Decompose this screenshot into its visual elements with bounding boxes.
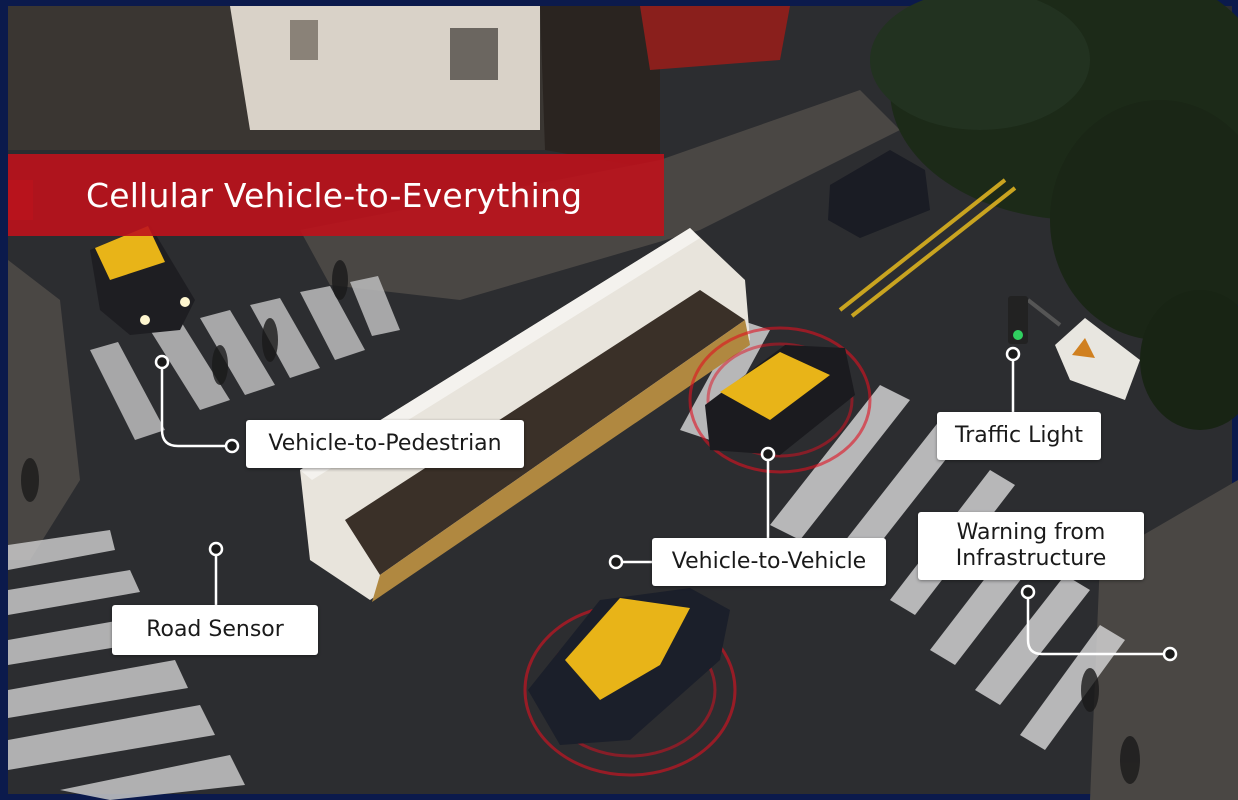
bus [300,228,750,602]
road-sensor-label: Road Sensor [112,605,318,655]
vehicle-to-pedestrian-label: Vehicle-to-Pedestrian [246,420,524,468]
vehicle-to-pedestrian-text: Vehicle-to-Pedestrian [268,431,502,456]
taxi-left [90,225,195,335]
title-banner [8,154,664,236]
taxi-middle [688,326,872,474]
page-title: Cellular Vehicle-to-Everything [86,176,583,215]
warning-sign-icon [1055,318,1140,400]
dark-car [828,150,930,238]
warning-line2-text: Infrastructure [955,546,1107,571]
tree-foliage [870,0,1238,430]
warning-line1-text: Warning from [956,520,1106,545]
road-sensor-text: Road Sensor [146,617,284,642]
traffic-light-text: Traffic Light [955,423,1083,448]
warning-from-infrastructure-label: Warning from Infrastructure [918,512,1144,580]
traffic-light-label: Traffic Light [937,412,1101,460]
traffic-light-icon [1008,296,1062,344]
vehicle-to-vehicle-label: Vehicle-to-Vehicle [652,538,886,586]
crosswalk-left [8,530,245,800]
taxi-bottom [523,588,737,777]
vehicle-to-vehicle-text: Vehicle-to-Vehicle [671,549,867,574]
